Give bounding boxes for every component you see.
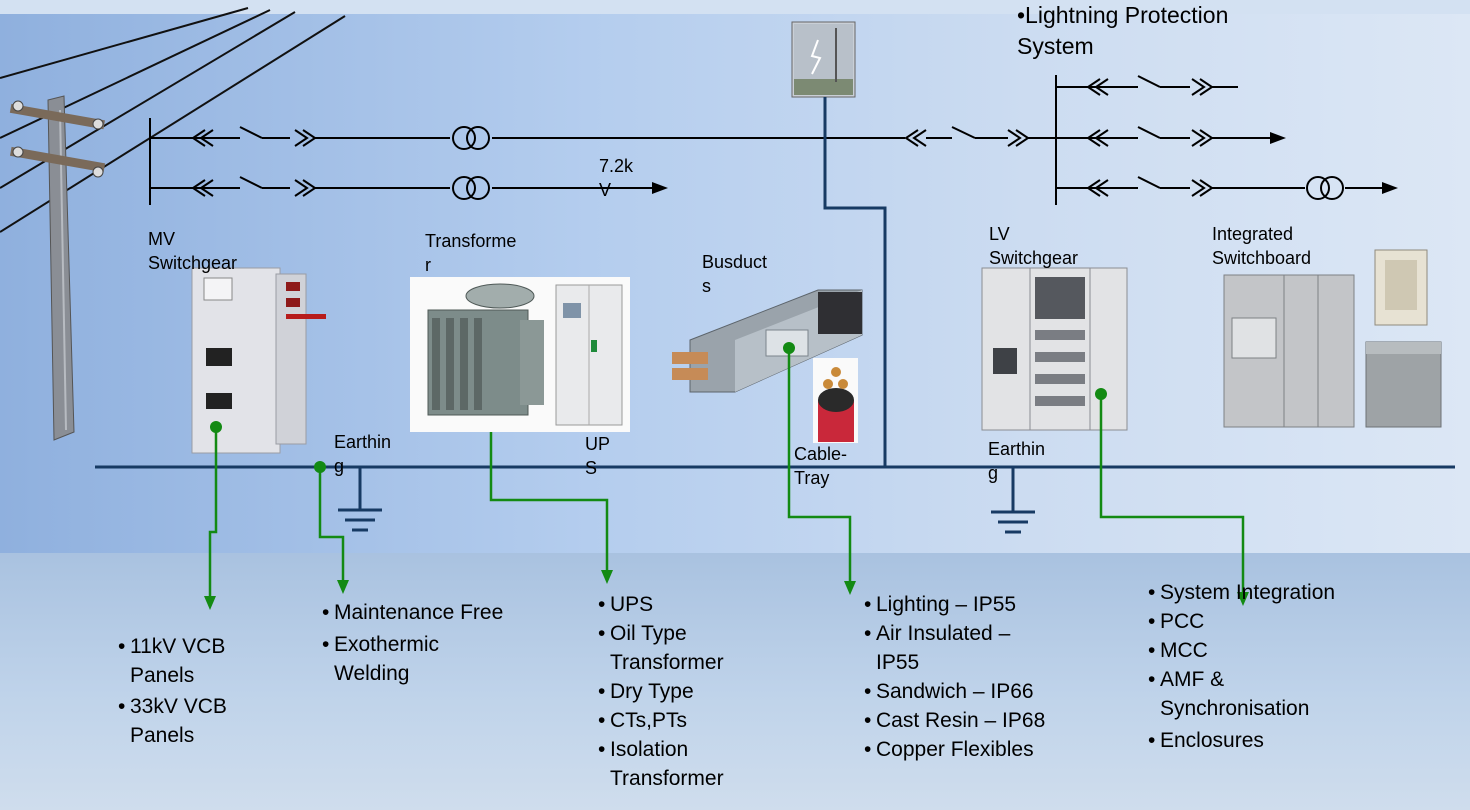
list-item: Exothermic Welding bbox=[322, 630, 562, 688]
list-item: Isolation Transformer bbox=[598, 735, 798, 793]
lightning-rod-icon bbox=[791, 21, 856, 98]
mv-switchgear-list: 11kV VCB Panels 33kV VCB Panels bbox=[118, 632, 298, 750]
list-item: Dry Type bbox=[598, 677, 798, 706]
list-item: CTs,PTs bbox=[598, 706, 798, 735]
lv-switchgear-icon bbox=[981, 267, 1128, 431]
power-cable-icon bbox=[813, 358, 858, 443]
busduct-list: Lighting – IP55 Air Insulated – IP55 San… bbox=[864, 590, 1104, 764]
earthing-label-1: Earthin g bbox=[334, 432, 392, 476]
transformer-ups-icon bbox=[410, 277, 630, 432]
connector-dots bbox=[210, 342, 1107, 473]
lv-switchgear-list: System Integration PCC MCC AMF & Synchro… bbox=[1148, 578, 1388, 755]
list-item: MCC bbox=[1148, 636, 1388, 665]
list-item: 11kV VCB Panels bbox=[118, 632, 298, 690]
cable-tray-label: Cable- Tray bbox=[794, 444, 848, 488]
list-item: Copper Flexibles bbox=[864, 735, 1104, 764]
utility-pole-icon bbox=[0, 7, 346, 441]
list-item: Cast Resin – IP68 bbox=[864, 706, 1104, 735]
list-item: System Integration bbox=[1148, 578, 1388, 607]
list-item: 33kV VCB Panels bbox=[118, 692, 298, 750]
earthing-list: Maintenance Free Exothermic Welding bbox=[322, 598, 562, 688]
list-item: Enclosures bbox=[1148, 726, 1388, 755]
list-item: Air Insulated – IP55 bbox=[864, 619, 1104, 677]
lv-single-line bbox=[1055, 75, 1385, 205]
list-item: PCC bbox=[1148, 607, 1388, 636]
integrated-switchboard-label: Integrated Switchboard bbox=[1212, 224, 1312, 268]
list-item: Maintenance Free bbox=[322, 598, 562, 627]
mv-switchgear-icon bbox=[191, 267, 326, 454]
list-item: Lighting – IP55 bbox=[864, 590, 1104, 619]
busducts-label: Busduct s bbox=[702, 252, 768, 296]
mv-single-line bbox=[149, 118, 1056, 205]
list-item: AMF & Synchronisation bbox=[1148, 665, 1388, 723]
integrated-switchboard-icon bbox=[1223, 249, 1442, 428]
transformer-list: UPS Oil Type Transformer Dry Type CTs,PT… bbox=[598, 590, 798, 793]
lv-switchgear-label: LV Switchgear bbox=[989, 224, 1079, 268]
list-item: Sandwich – IP66 bbox=[864, 677, 1104, 706]
list-item: Oil Type Transformer bbox=[598, 619, 798, 677]
top-band bbox=[0, 0, 1470, 14]
voltage-label: 7.2k V bbox=[599, 156, 634, 200]
earthing-label-2: Earthin g bbox=[988, 439, 1046, 483]
ups-label: UP S bbox=[585, 434, 611, 478]
list-item: UPS bbox=[598, 590, 798, 619]
lightning-protection-label: •Lightning Protection System bbox=[1017, 2, 1229, 59]
mv-switchgear-label: MV Switchgear bbox=[148, 229, 238, 273]
transformer-label: Transforme r bbox=[425, 231, 517, 275]
green-connectors bbox=[208, 348, 1245, 598]
